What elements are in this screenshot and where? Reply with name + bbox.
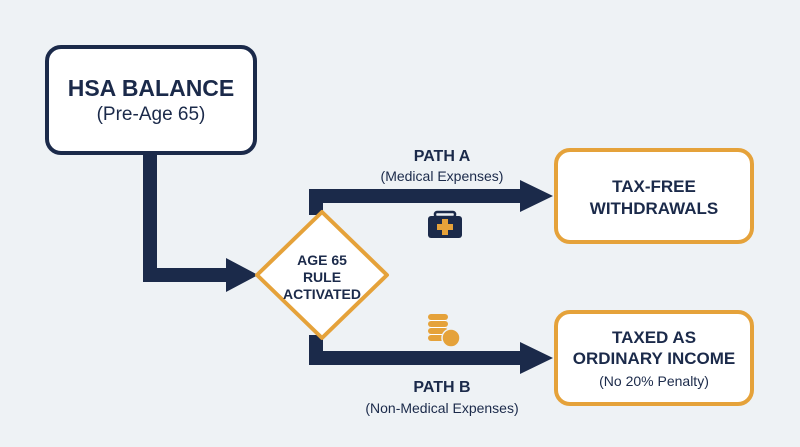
decision-diamond	[255, 210, 389, 340]
connector-path-a	[309, 189, 522, 215]
taxed-line-1: TAXED AS	[611, 328, 697, 347]
taxed-income-box	[554, 310, 754, 406]
path-a-title: PATH A	[413, 148, 471, 165]
path-b-subtitle: (Non-Medical Expenses)	[365, 400, 519, 416]
medical-kit-icon	[428, 210, 462, 238]
tax-free-line-1: TAX-FREE	[612, 177, 696, 196]
arrowhead-path-b	[520, 342, 553, 374]
tax-free-box	[554, 148, 754, 244]
hsa-balance-box	[45, 45, 257, 155]
path-a-subtitle: (Medical Expenses)	[380, 168, 504, 184]
hsa-balance-title: HSA BALANCE	[67, 75, 235, 101]
tax-free-line-2: WITHDRAWALS	[589, 199, 719, 218]
path-b-title: PATH B	[413, 379, 471, 396]
coins-icon	[428, 314, 461, 348]
arrowhead-path-a	[520, 180, 553, 212]
arrowhead-to-rule	[226, 258, 258, 292]
taxed-line-2: ORDINARY INCOME	[572, 349, 736, 368]
taxed-note: (No 20% Penalty)	[599, 373, 709, 389]
age-rule-line-2: RULE	[302, 269, 342, 285]
connector-hsa-to-rule	[143, 155, 228, 282]
connector-path-b	[309, 335, 522, 365]
age-rule-line-3: ACTIVATED	[282, 286, 362, 302]
age-rule-line-1: AGE 65	[297, 252, 347, 268]
hsa-balance-subtitle: (Pre-Age 65)	[96, 104, 206, 125]
